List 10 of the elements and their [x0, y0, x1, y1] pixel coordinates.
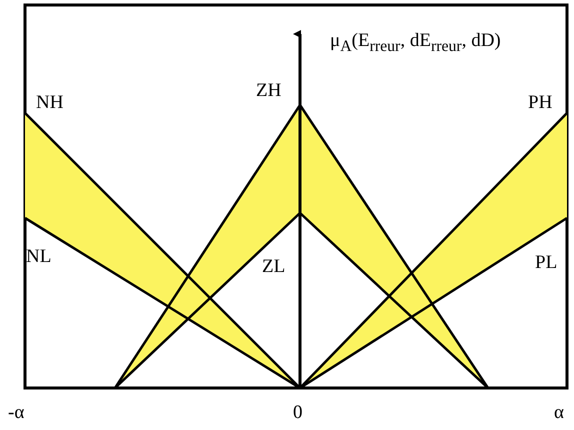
function-label: NH	[36, 92, 64, 114]
function-label: PL	[535, 252, 558, 274]
function-label: NL	[26, 246, 52, 268]
function-label: ZL	[262, 256, 286, 278]
axis-label: μ$_{A}$(E$_{rreur}$, dE$_{rreur}$, dD)	[330, 30, 501, 57]
tick-label: 0	[293, 402, 302, 424]
function-label: ZH	[256, 80, 282, 102]
tick-label: -α	[8, 402, 24, 424]
tick-label: α	[554, 402, 564, 424]
function-label: PH	[528, 92, 552, 114]
